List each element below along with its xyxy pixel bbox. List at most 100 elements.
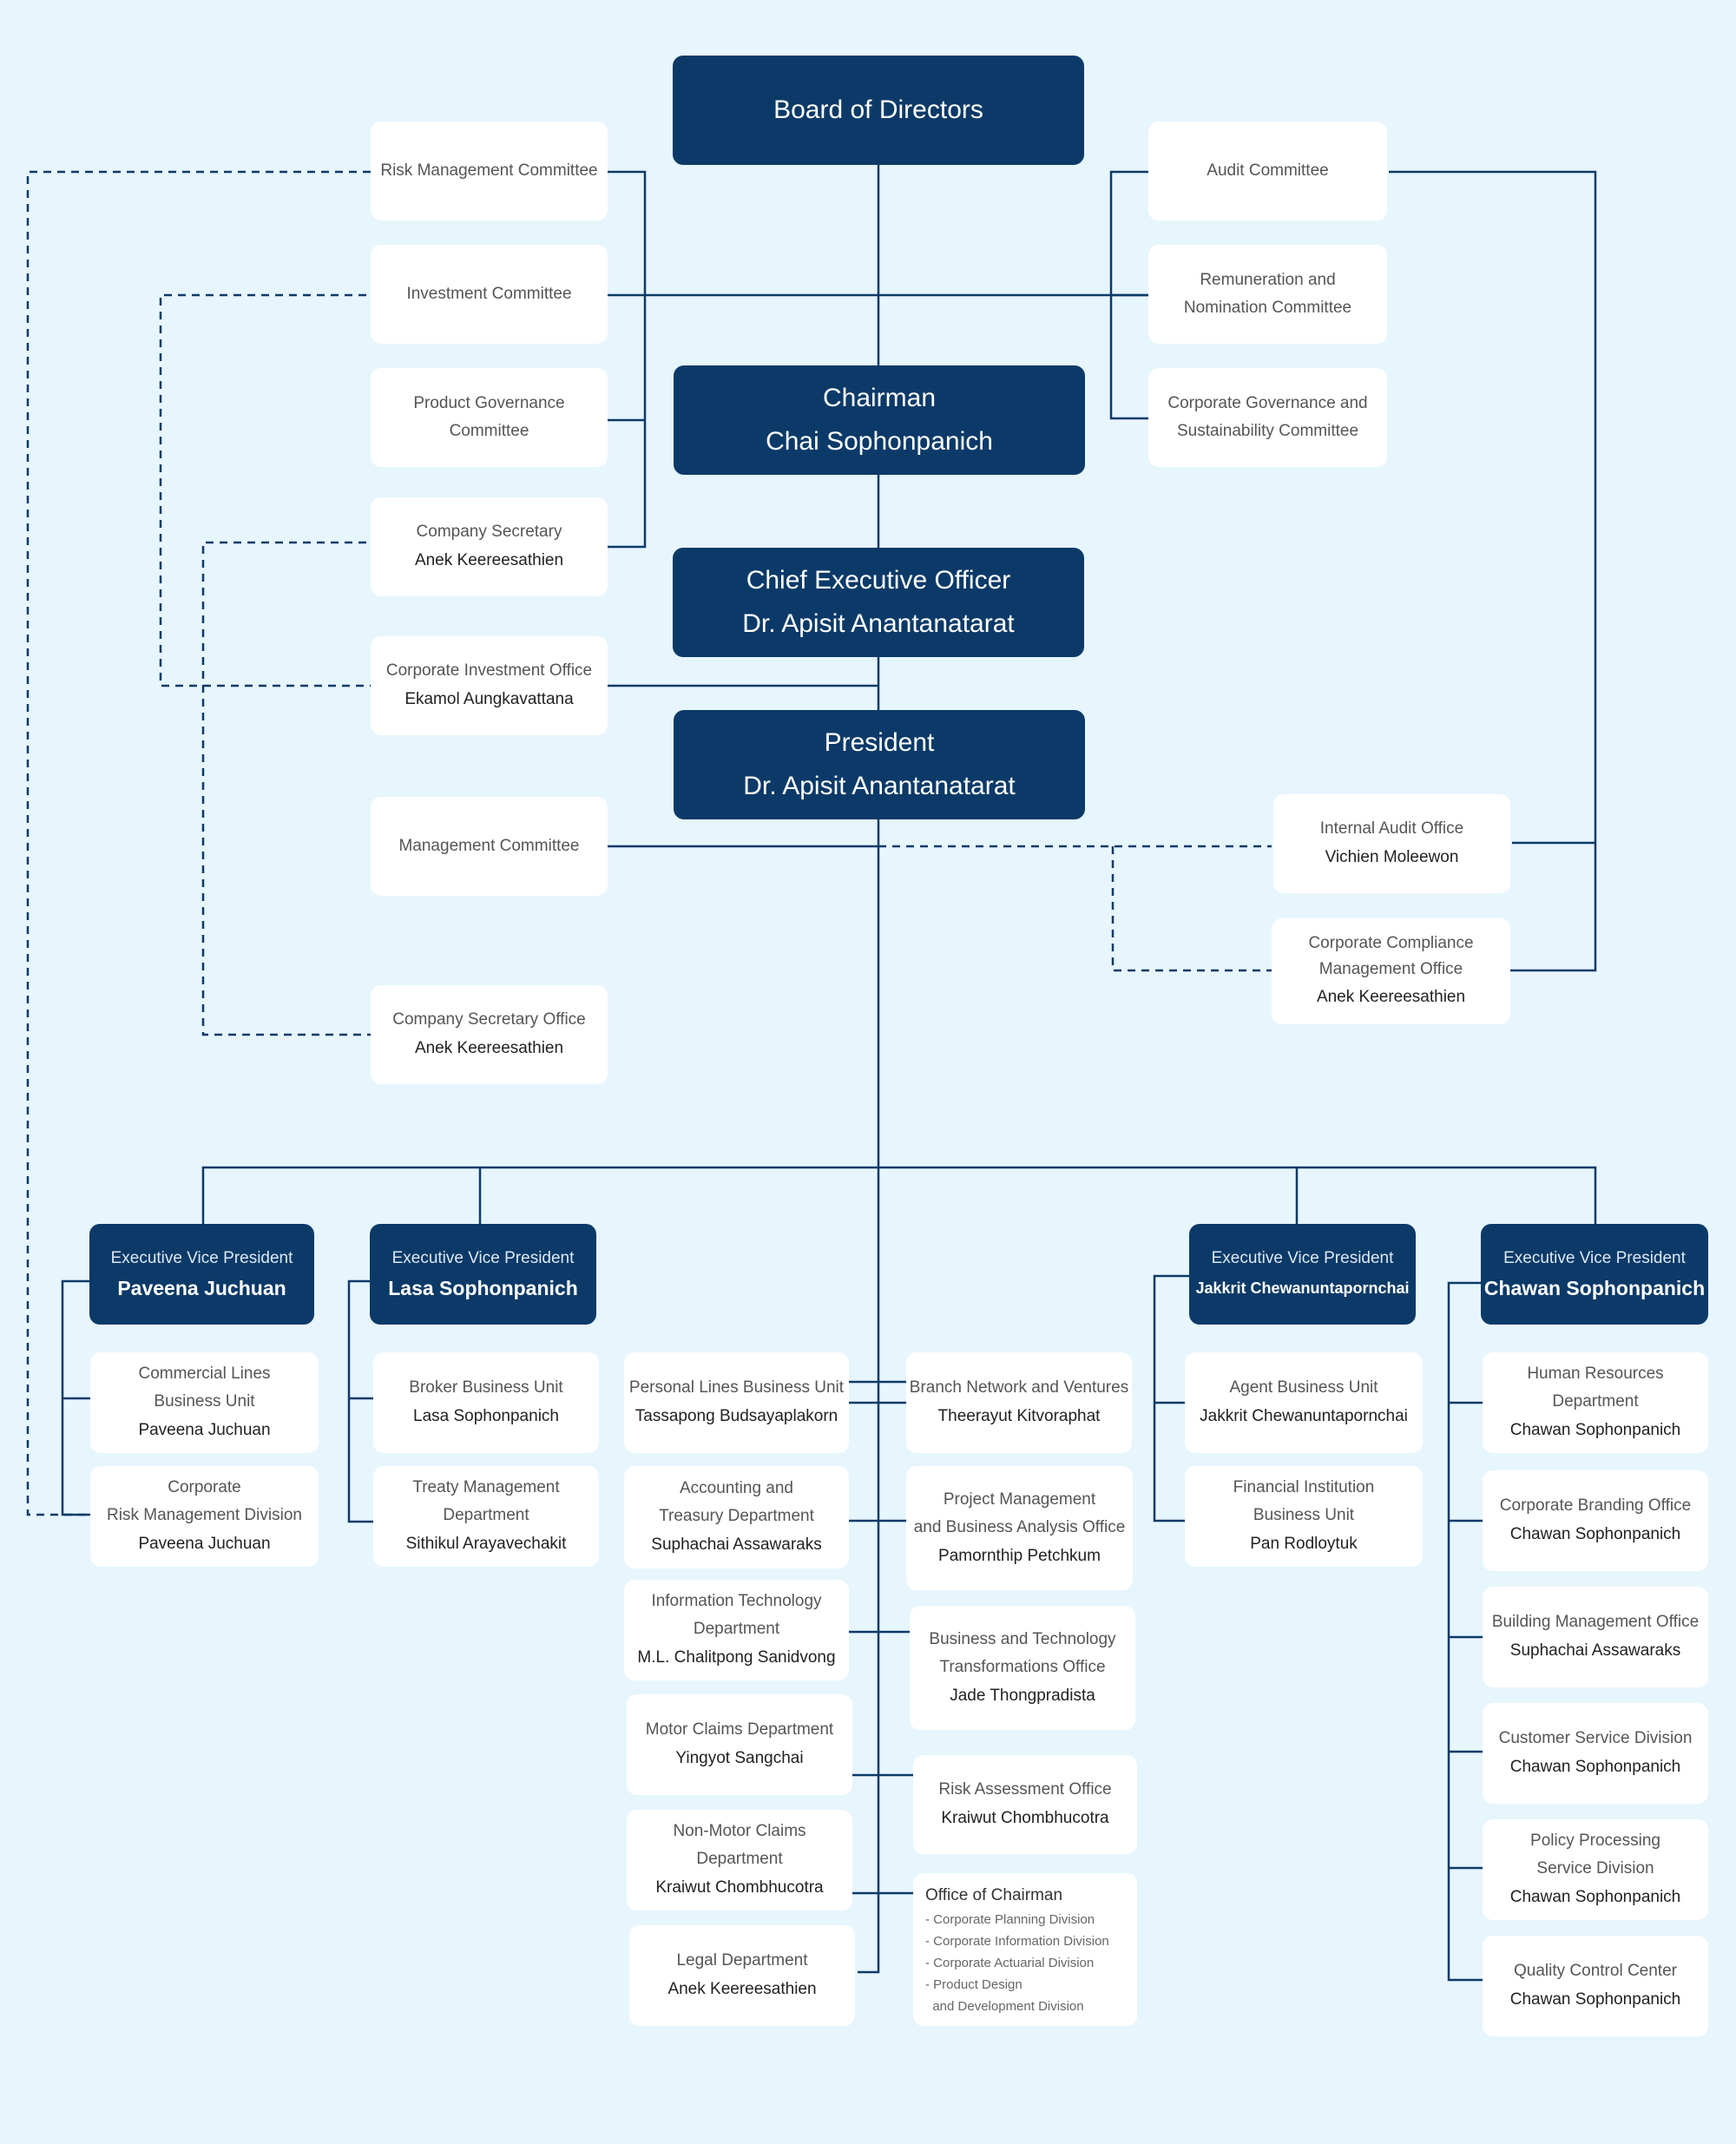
unit-title: Corporate Branding Office: [1499, 1496, 1692, 1515]
treaty-management-box: Treaty Management Department Sithikul Ar…: [373, 1466, 599, 1567]
unit-title: Personal Lines Business Unit: [628, 1378, 845, 1397]
company-secretary-title: Company Secretary: [416, 523, 562, 541]
unit-title: Non-Motor Claims: [673, 1822, 806, 1840]
evp-box-1: Executive Vice President Paveena Juchuan: [89, 1224, 314, 1325]
accounting-treasury-box: Accounting and Treasury Department Supha…: [624, 1466, 849, 1569]
policy-processing-box: Policy Processing Service Division Chawa…: [1483, 1819, 1708, 1920]
unit-title: Service Division: [1536, 1859, 1654, 1878]
unit-title: Business and Technology: [929, 1629, 1116, 1648]
unit-head: Yingyot Sangchai: [675, 1749, 804, 1767]
management-committee-box: Management Committee: [371, 797, 608, 896]
commercial-lines-unit-box: Commercial Lines Business Unit Paveena J…: [90, 1352, 319, 1453]
unit-title: Transformations Office: [939, 1657, 1106, 1676]
unit-head: Pan Rodloytuk: [1250, 1535, 1358, 1553]
unit-title: Risk Management Division: [107, 1506, 302, 1524]
unit-head: Paveena Juchuan: [138, 1535, 271, 1553]
evp3-bracket: [1153, 1274, 1189, 1523]
governance-label-1: Corporate Governance and: [1167, 394, 1368, 412]
risk-committee-label: Risk Management Committee: [380, 161, 598, 180]
financial-institution-box: Financial Institution Business Unit Pan …: [1185, 1466, 1423, 1567]
unit-title: Accounting and: [680, 1479, 793, 1497]
unit-title: Financial Institution: [1233, 1478, 1375, 1496]
corporate-investment-office-box: Corporate Investment Office Ekamol Aungk…: [371, 636, 608, 735]
risk-management-division-box: Corporate Risk Management Division Pavee…: [90, 1466, 319, 1567]
evp-name: Paveena Juchuan: [117, 1277, 286, 1299]
business-technology-box: Business and Technology Transformations …: [910, 1606, 1135, 1730]
office-of-chairman-title: Office of Chairman: [925, 1885, 1063, 1904]
unit-title: Legal Department: [676, 1951, 808, 1970]
project-management-box: Project Management and Business Analysis…: [906, 1466, 1133, 1590]
unit-title: Corporate: [168, 1478, 241, 1496]
agent-business-unit-box: Agent Business Unit Jakkrit Chewanuntapo…: [1185, 1352, 1423, 1453]
evp-box-4: Executive Vice President Chawan Sophonpa…: [1481, 1224, 1708, 1325]
unit-title: and Business Analysis Office: [913, 1517, 1126, 1536]
unit-title: Business Unit: [154, 1392, 255, 1411]
dashed-risk-line: [26, 170, 371, 1516]
company-secretary-office-box: Company Secretary Office Anek Keereesath…: [371, 985, 608, 1084]
information-technology-box: Information Technology Department M.L. C…: [624, 1580, 849, 1680]
dashed-compliance-line: [1111, 846, 1272, 972]
ceo-title: Chief Executive Officer: [746, 566, 1011, 595]
remuneration-label-1: Remuneration and: [1200, 271, 1336, 289]
product-governance-label-1: Product Governance: [413, 394, 565, 412]
unit-head: Kraiwut Chombhucotra: [655, 1878, 824, 1897]
unit-title: Commercial Lines: [138, 1365, 271, 1383]
unit-title: Human Resources: [1527, 1365, 1664, 1383]
governance-label-2: Sustainability Committee: [1176, 422, 1359, 440]
evp-label: Executive Vice President: [1211, 1249, 1394, 1267]
human-resources-box: Human Resources Department Chawan Sophon…: [1483, 1352, 1708, 1453]
unit-title: Project Management: [943, 1490, 1096, 1509]
branch-network-box: Branch Network and Ventures Theerayut Ki…: [906, 1352, 1132, 1453]
unit-head: Chawan Sophonpanich: [1509, 1421, 1681, 1439]
board-title: Board of Directors: [773, 95, 983, 124]
unit-title: Department: [443, 1506, 529, 1524]
audit-committee-label: Audit Committee: [1207, 161, 1329, 180]
compliance-name: Anek Keereesathien: [1316, 988, 1466, 1006]
dashed-secretary-line: [201, 541, 372, 1036]
unit-head: Chawan Sophonpanich: [1509, 1525, 1681, 1543]
office-division-item: - Corporate Actuarial Division: [925, 1955, 1095, 1970]
unit-title: Business Unit: [1253, 1506, 1355, 1524]
evp-box-2: Executive Vice President Lasa Sophonpani…: [370, 1224, 596, 1325]
ceo-name: Dr. Apisit Anantanatarat: [742, 609, 1015, 638]
president-title: President: [824, 728, 935, 757]
investment-committee-box: Investment Committee: [371, 245, 608, 344]
unit-title: Department: [693, 1620, 780, 1638]
unit-head: Chawan Sophonpanich: [1509, 1758, 1681, 1776]
office-division-item: - Product Design: [925, 1976, 1023, 1992]
evp-label: Executive Vice President: [391, 1249, 575, 1267]
president-name: Dr. Apisit Anantanatarat: [743, 772, 1016, 800]
non-motor-claims-box: Non-Motor Claims Department Kraiwut Chom…: [627, 1810, 852, 1911]
building-management-box: Building Management Office Suphachai Ass…: [1483, 1587, 1708, 1687]
unit-title: Treaty Management: [412, 1478, 560, 1496]
customer-service-box: Customer Service Division Chawan Sophonp…: [1483, 1703, 1708, 1804]
motor-claims-box: Motor Claims Department Yingyot Sangchai: [627, 1694, 852, 1795]
office-division-item: - Corporate Information Division: [925, 1933, 1109, 1949]
unit-head: Anek Keereesathien: [667, 1980, 817, 1998]
unit-title: Information Technology: [651, 1592, 822, 1610]
unit-title: Quality Control Center: [1514, 1962, 1677, 1980]
unit-title: Department: [1552, 1392, 1639, 1411]
evp-bus: [201, 1166, 1597, 1224]
unit-head: Suphachai Assawaraks: [1509, 1641, 1681, 1660]
unit-head: Jade Thongpradista: [950, 1686, 1095, 1705]
personal-lines-unit-box: Personal Lines Business Unit Tassapong B…: [624, 1352, 849, 1453]
evp-name: Chawan Sophonpanich: [1483, 1277, 1706, 1299]
president-box: President Dr. Apisit Anantanatarat: [674, 710, 1085, 819]
corporate-investment-name: Ekamol Aungkavattana: [404, 690, 574, 708]
internal-audit-name: Vichien Moleewon: [1325, 848, 1459, 866]
unit-title: Branch Network and Ventures: [909, 1378, 1129, 1397]
governance-committee-box: Corporate Governance and Sustainability …: [1148, 368, 1387, 467]
center-lines: [847, 1167, 913, 1974]
unit-head: Paveena Juchuan: [138, 1421, 271, 1439]
unit-title: Risk Assessment Office: [938, 1780, 1112, 1799]
evp1-bracket: [61, 1279, 90, 1516]
unit-head: Sithikul Arayavechakit: [405, 1535, 567, 1553]
corporate-investment-title: Corporate Investment Office: [385, 661, 593, 680]
secretary-office-name: Anek Keereesathien: [414, 1039, 564, 1057]
unit-head: Pamornthip Petchkum: [938, 1546, 1101, 1565]
unit-head: Suphachai Assawaraks: [651, 1536, 822, 1554]
evp-label: Executive Vice President: [1503, 1249, 1686, 1267]
company-secretary-name: Anek Keereesathien: [414, 551, 564, 569]
company-secretary-box: Company Secretary Anek Keereesathien: [371, 497, 608, 596]
